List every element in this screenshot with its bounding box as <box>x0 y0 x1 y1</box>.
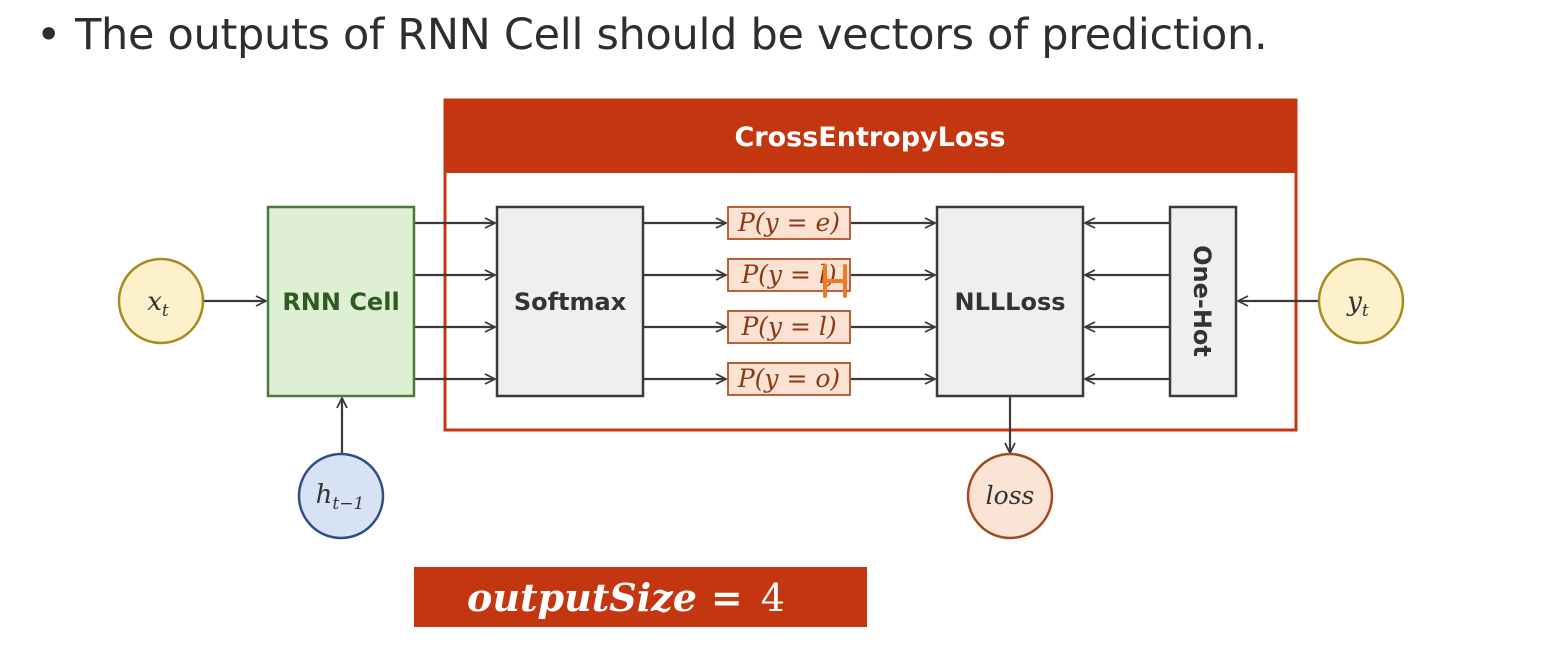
nllloss-box: NLLLoss <box>935 205 1085 398</box>
crossentropy-header <box>445 100 1296 173</box>
nllloss-rect <box>935 205 1085 398</box>
output-size-equals: = <box>711 575 743 620</box>
nllloss-label: NLLLoss <box>954 288 1065 316</box>
loss-node: loss <box>966 452 1054 540</box>
probability-label: P(y = l) <box>740 312 836 341</box>
rnn-cell-box: RNN Cell <box>266 205 416 398</box>
softmax-rect <box>495 205 645 398</box>
probability-box: P(y = l) <box>727 310 851 344</box>
softmax-box: Softmax <box>495 205 645 398</box>
hidden-node-label: h <box>316 480 333 510</box>
output-size-label: outputSize <box>467 575 697 620</box>
svg-text:yt: yt <box>1346 287 1369 321</box>
output-size-text: outputSize = 4 <box>467 575 785 620</box>
output-size-value: 4 <box>761 576 785 620</box>
bullet-dot: • <box>36 10 62 60</box>
slide-bullet: • The outputs of RNN Cell should be vecto… <box>36 10 1268 60</box>
target-node-subscript: t <box>1362 301 1369 321</box>
softmax-to-prob-arrows <box>644 223 726 379</box>
probability-label: P(y = e) <box>737 208 840 237</box>
probability-box: P(y = o) <box>727 362 851 396</box>
rnn-cell-label: RNN Cell <box>282 288 399 316</box>
onehot-label: One-Hot <box>1188 245 1216 357</box>
probability-label: P(y = o) <box>737 364 840 393</box>
annotation-cursor-icon <box>823 264 847 298</box>
target-node-label: y <box>1346 287 1362 317</box>
input-node-subscript: t <box>162 301 169 321</box>
probability-boxes: P(y = e) P(y = l) P(y = l) P(y = o) <box>727 206 851 396</box>
output-size-banner: outputSize = 4 <box>414 567 867 627</box>
probability-box: P(y = l) <box>727 258 851 292</box>
svg-text:xt: xt <box>147 287 169 321</box>
input-node: xt <box>117 257 205 345</box>
bullet-text: The outputs of RNN Cell should be vector… <box>75 10 1268 60</box>
rnn-cell-rect <box>266 205 416 398</box>
onehot-rect <box>1168 205 1238 398</box>
probability-box: P(y = e) <box>727 206 851 240</box>
svg-text:ht−1: ht−1 <box>316 480 365 514</box>
hidden-node: ht−1 <box>297 452 385 540</box>
rnn-to-softmax-arrows <box>415 223 495 379</box>
target-node: yt <box>1317 257 1405 345</box>
onehot-box: One-Hot <box>1168 205 1238 398</box>
hidden-node-subscript: t−1 <box>332 494 364 514</box>
crossentropy-title: CrossEntropyLoss <box>734 122 1005 153</box>
prob-to-nll-arrows <box>851 223 935 379</box>
output-size-rect <box>414 567 867 627</box>
onehot-to-nll-arrows <box>1085 223 1169 379</box>
input-node-label: x <box>147 287 162 317</box>
probability-label: P(y = l) <box>740 260 836 289</box>
softmax-label: Softmax <box>514 288 627 316</box>
loss-node-label: loss <box>986 481 1035 510</box>
